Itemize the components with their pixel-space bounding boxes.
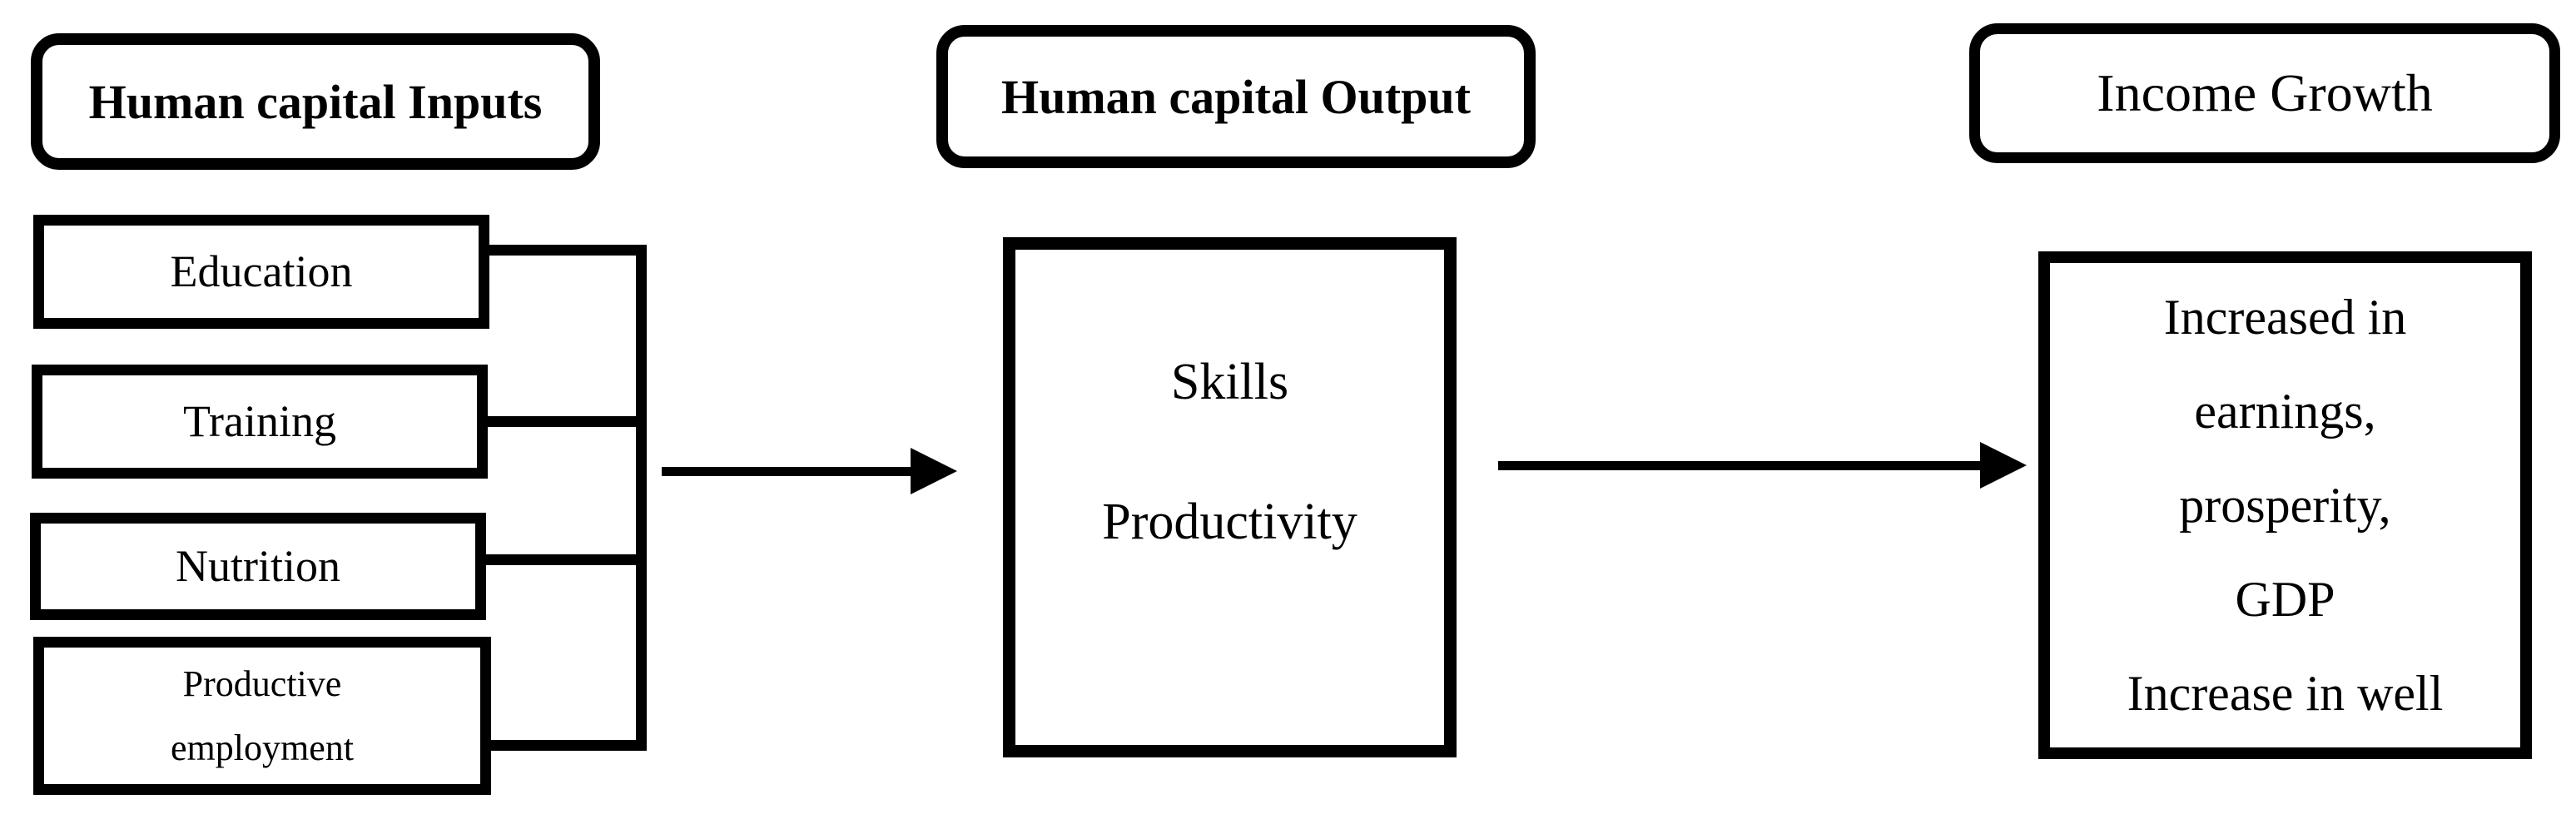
process-box-skills-productivity: Skills Productivity [1003,237,1457,757]
arrow-output-to-income-shaft [1498,461,1981,470]
outcome-line: GDP [2235,571,2335,627]
input-box-education: Education [33,215,489,329]
arrow-inputs-to-output-shaft [662,467,916,476]
input-box-nutrition: Nutrition [30,513,486,620]
header-income-growth: Income Growth [1969,23,2560,163]
input-box-productive-employment: Productive employment [33,637,491,795]
connector-productive-employment [491,740,647,751]
outcome-box-income-growth: Increased in earnings, prosperity, GDP I… [2038,251,2532,759]
connector-education [489,245,647,256]
outcome-line: prosperity, [2179,477,2391,533]
outcome-line: Increase in well [2127,665,2444,721]
arrow-inputs-to-output-head-icon [911,448,957,494]
arrow-output-to-income-head-icon [1980,442,2027,489]
header-human-capital-inputs: Human capital Inputs [31,33,600,170]
process-box-line: Productivity [1102,494,1357,550]
input-box-training: Training [32,365,488,479]
process-box-line: Skills [1170,354,1289,410]
connector-training [488,416,647,427]
outcome-line: earnings, [2194,383,2376,439]
header-human-capital-output: Human capital Output [936,25,1536,168]
connector-nutrition [486,554,647,565]
outcome-line: Increased in [2163,289,2407,345]
bracket-vertical-line [636,245,647,751]
